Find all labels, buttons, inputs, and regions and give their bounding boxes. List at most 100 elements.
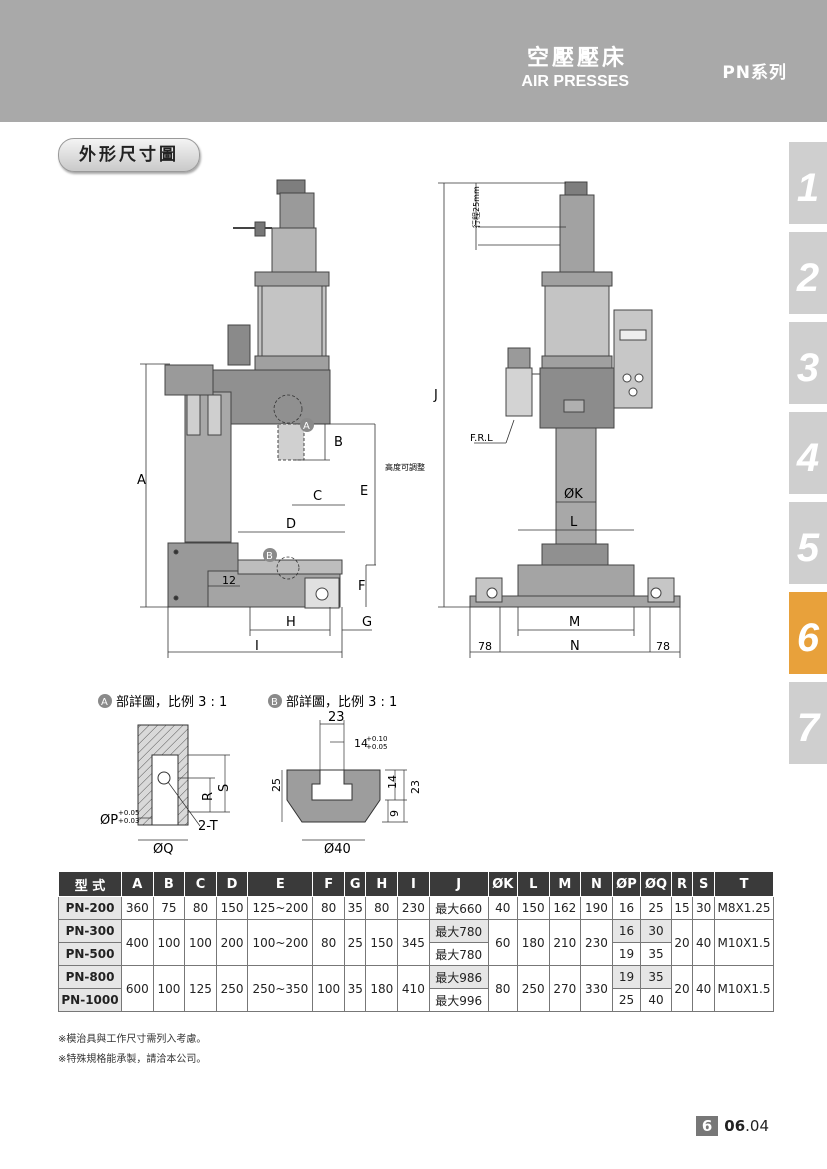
cell: 250~350 — [247, 965, 314, 1012]
cell: 19 — [611, 942, 642, 966]
frl-label: F.R.L — [470, 433, 493, 444]
col-j: J — [428, 871, 489, 897]
cell: 230 — [397, 896, 430, 920]
cell: 100 — [152, 965, 186, 1012]
dim-i-label: I — [255, 639, 259, 654]
page-header: 空壓壓床 AIR PRESSES PN系列 — [0, 0, 827, 122]
cell: 40 — [487, 896, 518, 920]
detail-a-badge — [98, 694, 112, 708]
callout-a-marker — [300, 418, 314, 432]
dim-h-label: H — [286, 615, 296, 630]
cell: 100 — [184, 919, 217, 966]
page-major: 06 — [724, 1117, 746, 1135]
cell: 25 — [611, 988, 642, 1012]
cell-model: PN-300 — [58, 919, 122, 943]
dim-f-label: F — [358, 579, 365, 594]
cell: 80 — [184, 896, 217, 920]
cell-model: PN-800 — [58, 965, 122, 989]
cell: 125 — [184, 965, 217, 1012]
detail-a-badge-letter: A — [101, 697, 108, 708]
cell: 75 — [152, 896, 186, 920]
cell: M10X1.5 — [714, 919, 774, 966]
detail-b-caption: 部詳圖，比例 3 : 1 — [286, 694, 397, 710]
cell: 210 — [548, 919, 582, 966]
header-title-en: AIR PRESSES — [521, 73, 629, 90]
chapter-tab-4[interactable]: 4 — [789, 412, 827, 494]
chapter-tab-6[interactable]: 6 — [789, 592, 827, 674]
callout-b-marker — [263, 548, 277, 562]
col-q: ØQ — [640, 871, 672, 897]
detail-a-caption: 部詳圖，比例 3 : 1 — [116, 694, 227, 710]
cell: 35 — [640, 965, 672, 989]
col-i: I — [397, 871, 430, 897]
detail-a-tol-lower: +0.03 — [118, 817, 139, 825]
col-a: A — [121, 871, 154, 897]
cell: 40 — [640, 988, 672, 1012]
callout-a-letter: A — [303, 421, 310, 432]
front-view-machine — [469, 181, 681, 608]
dim-k-label: ØK — [564, 487, 583, 502]
cell: 35 — [640, 942, 672, 966]
cell: 230 — [580, 919, 613, 966]
table-row: PN-500 最大780 19 35 — [58, 942, 774, 966]
cell: 最大780 — [428, 942, 489, 966]
col-e: E — [247, 871, 314, 897]
cell: 最大660 — [428, 896, 489, 920]
cell: 19 — [611, 965, 642, 989]
cell-model: PN-1000 — [58, 988, 122, 1012]
header-title-zh: 空壓壓床 — [526, 46, 627, 71]
detail-b-25-label: 25 — [270, 778, 283, 792]
cell: 410 — [397, 965, 430, 1012]
col-p: ØP — [611, 871, 642, 897]
cell: 80 — [312, 919, 345, 966]
cell: 16 — [611, 919, 642, 943]
side-view-dimensions — [140, 363, 376, 658]
footnote-2: ※特殊規格能承製，請洽本公司。 — [58, 1054, 207, 1065]
chapter-tab-7[interactable]: 7 — [789, 682, 827, 764]
cell: 162 — [548, 896, 582, 920]
detail-a-r-label: R — [201, 792, 216, 801]
table-row: PN-300 400 100 100 200 100~200 80 25 150… — [58, 919, 774, 966]
chapter-tab-1[interactable]: 1 — [789, 142, 827, 224]
page-number: 6 06 .04 — [695, 1116, 769, 1136]
detail-b-14-label: 14 — [354, 737, 368, 750]
col-model: 型 式 — [58, 871, 122, 897]
cell: 100~200 — [247, 919, 314, 966]
cell: 80 — [487, 965, 518, 1012]
chapter-tab-2[interactable]: 2 — [789, 232, 827, 314]
cell: 25 — [343, 919, 367, 966]
col-f: F — [312, 871, 345, 897]
detail-b-badge — [268, 694, 282, 708]
detail-a-q-label: ØQ — [153, 842, 173, 857]
cell: 600 — [121, 965, 154, 1012]
cell: 80 — [312, 896, 345, 920]
cell: 40 — [692, 919, 715, 966]
detail-a-tol-upper: +0.05 — [118, 809, 139, 817]
cell: 150 — [516, 896, 550, 920]
cell: 270 — [548, 965, 582, 1012]
chapter-tab-3[interactable]: 3 — [789, 322, 827, 404]
col-r: R — [670, 871, 694, 897]
table-header-row: 型 式 A B C D E F G H I J ØK L M N ØP ØQ R… — [58, 871, 774, 897]
detail-b-dia-label: Ø40 — [324, 842, 351, 857]
cell-model: PN-200 — [58, 896, 122, 920]
dim-e-label: E — [360, 484, 368, 499]
cell: 100 — [312, 965, 345, 1012]
chapter-tab-5[interactable]: 5 — [789, 502, 827, 584]
dim-78-left-label: 78 — [478, 640, 492, 653]
front-view-dimensions — [438, 182, 681, 658]
detail-b-tol-upper: +0.10 — [366, 735, 387, 743]
cell: 20 — [670, 965, 694, 1012]
cell: 180 — [516, 919, 550, 966]
height-adjust-label: 高度可調整 — [385, 462, 425, 472]
cell: M10X1.5 — [714, 965, 774, 1012]
col-d: D — [215, 871, 249, 897]
footnotes: ※模治具與工作尺寸需列入考慮。 ※特殊規格能承製，請洽本公司。 — [58, 1030, 206, 1070]
section-title: 外形尺寸圖 — [58, 138, 200, 172]
cell: 60 — [487, 919, 518, 966]
dim-g-label: G — [362, 615, 372, 630]
col-k: ØK — [487, 871, 518, 897]
cell: 最大996 — [428, 988, 489, 1012]
cell: 250 — [516, 965, 550, 1012]
cell: 35 — [343, 965, 367, 1012]
